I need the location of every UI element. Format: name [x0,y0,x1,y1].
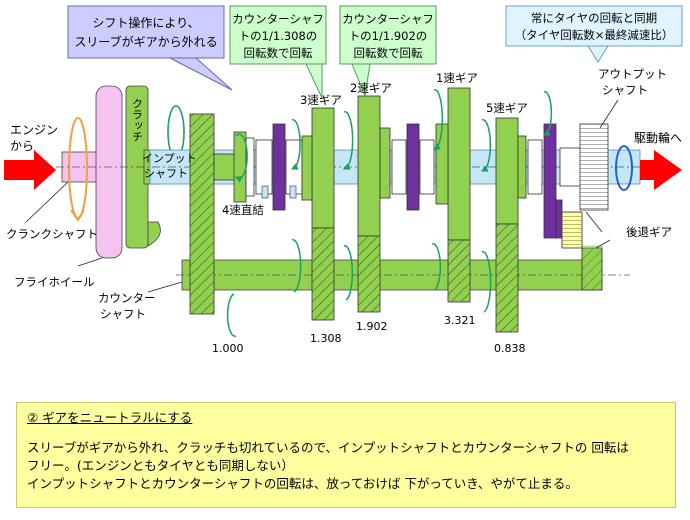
ratio-label-3rd: 1.308 [310,332,342,345]
reverse-idler-gear [561,211,583,249]
explanation-panel: ② ギアをニュートラルにする スリーブがギアから外れ、クラッチも切れているので、… [16,402,676,508]
callout-1902-line-3: 回転数で回転 [354,46,423,60]
gear2-label: 2速ギア [350,81,392,95]
callout-1308-line-2: トの1/1.308の [239,29,318,43]
second-gear-main [357,95,381,237]
engine-input-arrow [4,150,56,190]
callout-counter-1902: カウンターシャフ トの1/1.902の 回転数で回転 [339,5,437,98]
ratio-label-2nd: 1.902 [356,320,388,333]
first-gear-main [447,87,471,241]
fifth-gear-counter [495,223,519,333]
output-gear [579,123,609,211]
callout-output-line-1: 常にタイヤの回転と同期 [531,11,657,25]
gear1-label: 1速ギア [436,71,478,85]
callout-sleeve: シフト操作により、 スリーブがギアから外れる [67,5,233,91]
sleeve-hub-5 [527,139,543,195]
panel-line-3: インプットシャフトとカウンターシャフトの回転は、放っておけば 下がっていき、やが… [27,476,578,491]
output-rotation-arrow [615,145,633,191]
callout-counter-1308: カウンターシャフ トの1/1.308の 回転数で回転 [229,5,327,99]
crankshaft-label: クランクシャフト [6,227,98,241]
callout-sleeve-line-2: スリーブがギアから外れる [74,34,217,49]
countershaft-label-line-2: シャフト [100,307,146,321]
reverse-counter-gear [581,247,603,291]
third-gear-counter [311,227,335,321]
gear5-label: 5速ギア [486,101,528,115]
engine-label-line-1: エンジン [10,123,58,137]
drive-wheel-label: 駆動輪へ [634,130,682,145]
fourth-direct-dog [233,131,247,203]
second-gear-counter [357,235,381,313]
callout-1902-line-2: トの1/1.902の [349,29,428,43]
ratio-label-5th: 0.838 [494,342,526,355]
panel-line-2: フリー。(エンジンともタイヤとも同期しない） [27,458,294,473]
input-shaft-label-line-1: インプット [142,152,197,165]
output-shaft-label-line-1: アウトプット [598,67,667,81]
flywheel-label: フライホイール [14,275,95,289]
callout-1308-line-3: 回転数で回転 [244,46,313,60]
reverse-gear-label: 後退ギア [626,225,672,239]
callout-1902-line-1: カウンターシャフ [342,12,434,26]
output-shaft-label-line-2: シャフト [602,83,648,97]
fourth-direct-label: 4速直結 [222,203,264,217]
rotation-arrows [226,88,553,337]
first-gear-counter [447,239,471,303]
callout-output-line-2: （タイヤ回転数×最終減速比） [515,28,674,42]
sleeve-3-4 [272,123,286,211]
callout-1308-line-1: カウンターシャフ [232,12,324,26]
panel-title: ② ギアをニュートラルにする [27,410,193,425]
panel-line-1: スリーブがギアから外れ、クラッチも切れているので、インプットシャフトとカウンター… [27,440,629,455]
input-shaft-label-line-2: シャフト [144,167,188,180]
drive-wheel-arrow [640,150,682,190]
crankshaft-rotation-arrow [68,117,88,219]
sleeve-5 [543,123,557,239]
gear3-label: 3速ギア [300,93,342,107]
fifth-gear-main [495,117,519,225]
third-gear-main [311,107,335,229]
ratio-label-4th: 1.000 [212,342,244,355]
sleeve-1-2 [406,123,420,211]
flywheel [95,85,123,259]
engine-label-line-2: から [10,139,34,153]
clutch-label: クラッチ [131,98,144,142]
countershaft-label-line-1: カウンター [98,291,156,305]
input-drive-gear [189,113,215,315]
sleeve-hub-1-2 [391,139,407,195]
ratio-label-1st: 3.321 [444,314,476,327]
callout-output-sync: 常にタイヤの回転と同期 （タイヤ回転数×最終減速比） [505,5,683,63]
leader-lines [25,99,619,293]
callout-sleeve-line-1: シフト操作により、 [92,15,199,30]
